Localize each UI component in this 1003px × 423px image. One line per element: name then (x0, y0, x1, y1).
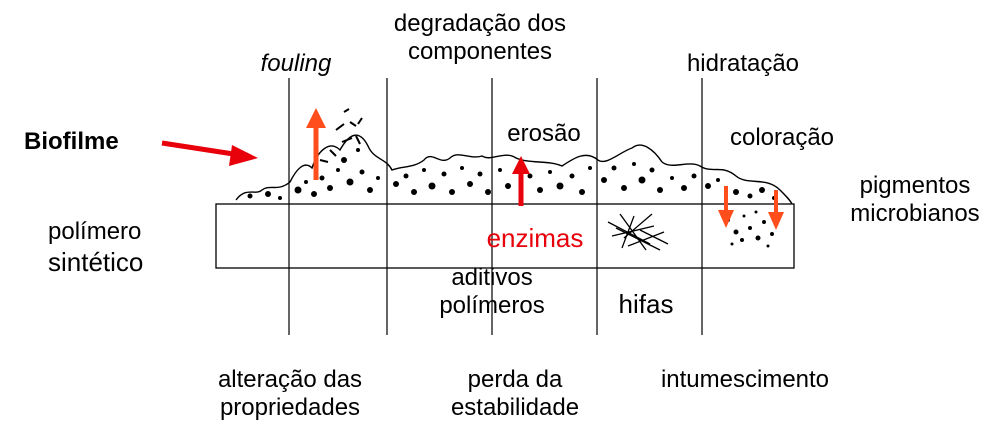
pigment-arrow-left (718, 186, 734, 228)
polymer-block (215, 203, 795, 269)
label-fouling: fouling (260, 50, 332, 77)
label-pigmentos-line2: microbianos (850, 200, 980, 227)
label-pigmentos-line1: pigmentos (859, 172, 971, 199)
label-alteracao-line2: propriedades (219, 394, 361, 421)
label-aditivos-line2: polímeros (439, 292, 545, 319)
fouling-debris (319, 108, 363, 163)
label-erosao: erosão (507, 120, 581, 147)
fouling-arrow (306, 108, 326, 180)
label-coloracao: coloração (729, 124, 835, 151)
label-polimero: polímero sintético (48, 218, 198, 278)
label-degradacao-line1: degradação dos (393, 10, 567, 37)
biofilme-arrow (161, 140, 258, 166)
hyphae (607, 213, 669, 251)
biofilm-layer (235, 134, 793, 205)
label-hidratacao: hidratação (686, 50, 800, 77)
label-hifas: hifas (618, 289, 674, 319)
biofilm-cells (247, 148, 776, 200)
label-perda: perda da estabilidade (430, 366, 600, 422)
label-polimero-line2: sintético (48, 247, 144, 277)
label-aditivos-line1: aditivos (451, 264, 533, 291)
label-alteracao: alteração das propriedades (188, 366, 392, 422)
label-aditivos: aditivos polímeros (426, 264, 558, 320)
label-intumescimento: intumescimento (660, 366, 830, 393)
label-perda-line1: perda da (467, 366, 563, 393)
label-perda-line2: estabilidade (450, 394, 580, 421)
label-enzimas: enzimas (486, 223, 584, 253)
label-alteracao-line1: alteração das (217, 366, 363, 393)
label-pigmentos: pigmentos microbianos (836, 172, 994, 228)
label-degradacao: degradação dos componentes (368, 10, 592, 66)
label-polimero-line1: polímero (48, 218, 142, 245)
label-biofilme: Biofilme (24, 128, 119, 155)
pigment-arrow-right (768, 190, 784, 230)
enzimas-arrow (512, 156, 530, 206)
label-degradacao-line2: componentes (407, 38, 553, 65)
